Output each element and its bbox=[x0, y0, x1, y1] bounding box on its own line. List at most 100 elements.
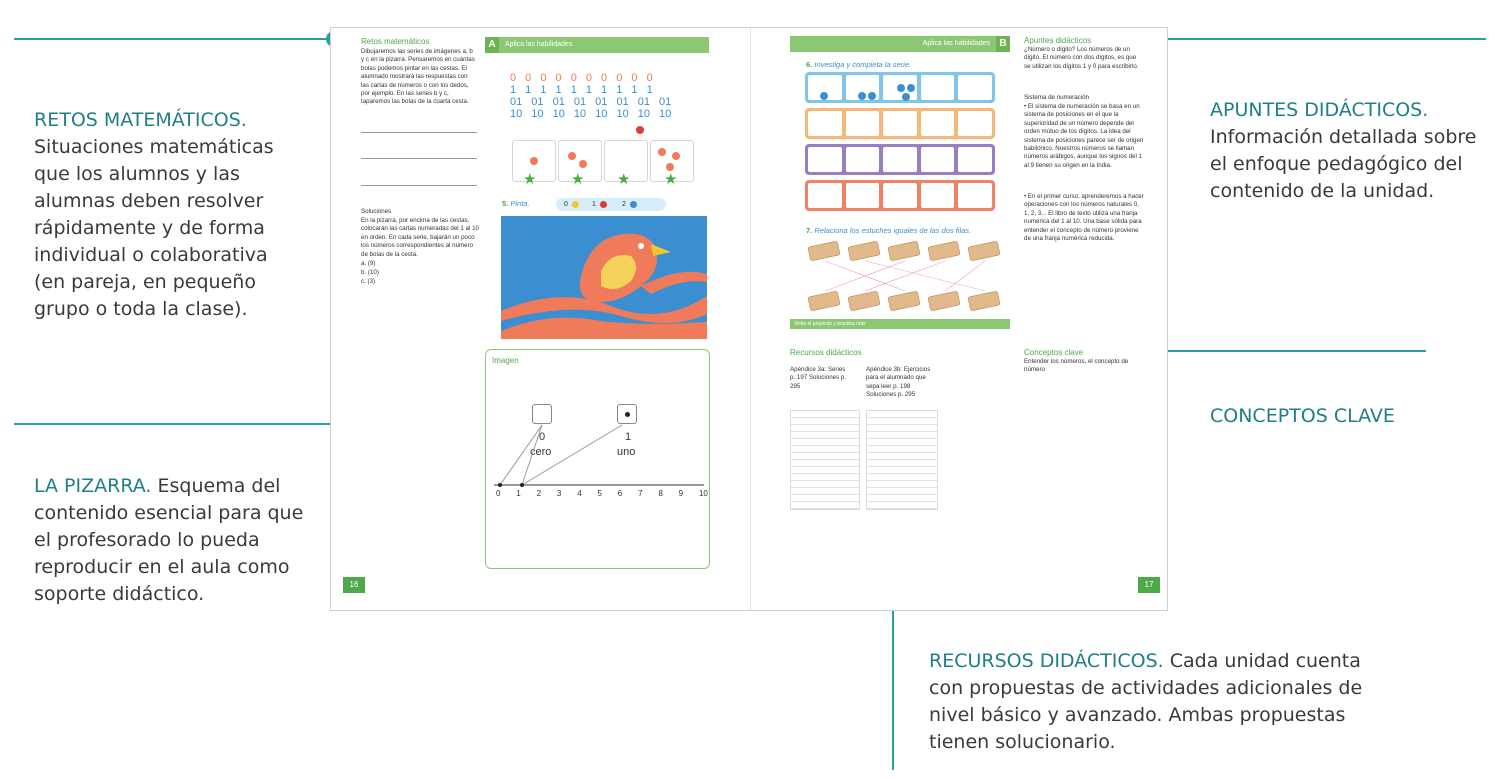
bird-illustration bbox=[501, 216, 707, 339]
empty-box bbox=[532, 404, 552, 424]
tick: 0 bbox=[496, 489, 501, 498]
series-row-red bbox=[805, 180, 995, 211]
retos-callout-body: Situaciones matemáticas que los alumnos … bbox=[34, 136, 274, 320]
legend-zero: 0 bbox=[564, 201, 568, 208]
tick: 7 bbox=[638, 489, 643, 498]
ex6-label: Investiga y completa la serie. bbox=[814, 60, 912, 69]
blue-dot bbox=[902, 93, 910, 101]
ball bbox=[666, 163, 674, 171]
series-cell bbox=[845, 111, 880, 136]
pizarra-callout: LA PIZARRA. Esquema del contenido esenci… bbox=[34, 473, 314, 608]
band-left-text: Aplica las habilidades bbox=[505, 41, 573, 48]
series-cell bbox=[845, 147, 880, 172]
pizarra-cero: cero bbox=[530, 446, 552, 458]
pencil-cases-illustration bbox=[807, 241, 1001, 311]
band-right-text: Aplica las habilidades bbox=[922, 40, 990, 47]
ex5-number: 5. bbox=[502, 199, 509, 208]
series-row-blue bbox=[805, 72, 995, 103]
retos-text: Dibujaremos las series de imágenes a, b … bbox=[361, 48, 475, 106]
ex6-title: 6. Investiga y completa la serie. bbox=[806, 60, 911, 69]
conceptos-callout: CONCEPTOS CLAVE bbox=[1210, 403, 1480, 430]
retos-series-a bbox=[361, 121, 477, 133]
page-number-right: 17 bbox=[1138, 577, 1160, 593]
recursos-callout: RECURSOS DIDÁCTICOS. Cada unidad cuenta … bbox=[929, 648, 1399, 756]
soluciones-text: En la pizarra, por encima de las cestas,… bbox=[361, 217, 479, 258]
pizarra-connector-line bbox=[14, 423, 488, 425]
blue-dot bbox=[907, 84, 915, 92]
soluciones-title: Soluciones bbox=[361, 208, 392, 215]
legend-blue-dot bbox=[630, 201, 637, 208]
apuntes-bullet-2: • En el primer curso, aprenderemos a hac… bbox=[1024, 193, 1144, 243]
row-ones: 1 1 1 1 1 1 1 1 1 1 bbox=[510, 84, 653, 96]
apuntes-callout-body: Información detallada sobre el enfoque p… bbox=[1210, 126, 1477, 202]
recursos-connector-line bbox=[892, 512, 894, 770]
star-icon: ★ bbox=[617, 171, 631, 188]
series-cell bbox=[920, 147, 955, 172]
pizarra-box: Imagen bbox=[485, 349, 710, 569]
apuntes-bullet-1: • El sistema de numeración se basa en un… bbox=[1024, 103, 1144, 169]
apuntes-intro: ¿Número o dígito? Los números de un dígi… bbox=[1024, 46, 1139, 70]
solucion-a: a. (9) bbox=[361, 260, 376, 267]
pizarra-callout-body: Esquema del contenido esencial para que … bbox=[34, 475, 304, 605]
pizarra-callout-heading: LA PIZARRA. bbox=[34, 475, 152, 497]
apuntes-callout: APUNTES DIDÁCTICOS. Información detallad… bbox=[1210, 97, 1485, 205]
series-cell bbox=[883, 183, 917, 208]
ex7-number: 7. bbox=[806, 226, 813, 235]
dot-mark bbox=[625, 412, 630, 417]
star-icon: ★ bbox=[664, 171, 678, 188]
axis-ticks: 0 1 2 3 4 5 6 7 8 9 10 bbox=[496, 489, 708, 498]
series-cell bbox=[808, 147, 842, 172]
conceptos-connector-line bbox=[1104, 350, 1426, 352]
apendice-b: Apéndice 3b: Ejercicios para el alumnado… bbox=[866, 366, 931, 399]
pizarra-zero: 0 bbox=[539, 431, 546, 443]
star-icon: ★ bbox=[571, 171, 585, 188]
footer-band-right: Visita el proyecto y practica más bbox=[790, 319, 1010, 329]
retos-series-b bbox=[361, 147, 477, 159]
series-row-orange bbox=[805, 108, 995, 139]
recursos-callout-heading: RECURSOS DIDÁCTICOS. bbox=[929, 650, 1164, 672]
tick: 1 bbox=[516, 489, 521, 498]
ex6-number: 6. bbox=[806, 60, 813, 69]
series-row-purple bbox=[805, 144, 995, 175]
conceptos-callout-heading: CONCEPTOS CLAVE bbox=[1210, 405, 1395, 427]
tick: 2 bbox=[536, 489, 542, 498]
row-zero-ones: 01 01 01 01 01 01 01 01 bbox=[510, 96, 672, 108]
ball bbox=[658, 148, 666, 156]
number-line bbox=[494, 424, 704, 487]
conceptos-text: Entender los números, el concepto de núm… bbox=[1024, 358, 1129, 374]
tick: 9 bbox=[678, 489, 684, 498]
ex7-label: Relaciona los estuches iguales de las do… bbox=[814, 226, 972, 235]
series-cell bbox=[920, 183, 955, 208]
retos-title: Retos matemáticos bbox=[361, 37, 430, 46]
apendice-a: Apéndice 3a: Series p. 197 Soluciones p.… bbox=[790, 366, 847, 390]
worksheet-thumbnail-a bbox=[790, 410, 860, 510]
band-letter-a: A bbox=[485, 37, 499, 53]
tick: 4 bbox=[577, 489, 582, 498]
legend-one: 1 bbox=[592, 201, 596, 208]
band-right: Aplica las habilidades B bbox=[790, 36, 1010, 52]
legend-two: 2 bbox=[622, 201, 626, 208]
book-spread: Retos matemáticos Dibujaremos las series… bbox=[330, 27, 1168, 611]
legend-yellow-dot bbox=[572, 201, 579, 208]
retos-callout-heading: RETOS MATEMÁTICOS. bbox=[34, 109, 247, 131]
ball bbox=[672, 152, 680, 160]
imagen-title: Imagen bbox=[492, 356, 519, 365]
ball bbox=[530, 157, 538, 165]
series-cell bbox=[883, 111, 917, 136]
retos-series-c bbox=[361, 174, 477, 186]
worksheet-thumbnail-b bbox=[866, 410, 938, 510]
solucion-c: c. (3) bbox=[361, 278, 376, 285]
blue-dot bbox=[897, 84, 905, 92]
tick: 8 bbox=[658, 489, 663, 498]
tick: 6 bbox=[617, 489, 623, 498]
tick: 5 bbox=[597, 489, 602, 498]
conceptos-title: Conceptos clave bbox=[1024, 348, 1084, 357]
basket-4 bbox=[650, 140, 694, 182]
blue-dot bbox=[820, 92, 828, 100]
ex5-label: Pinta. bbox=[510, 199, 530, 208]
series-cell bbox=[883, 147, 917, 172]
tick: 3 bbox=[556, 489, 562, 498]
retos-connector-line bbox=[14, 38, 334, 40]
footer-band-text: Visita el proyecto y practica más bbox=[794, 321, 866, 327]
ball bbox=[579, 160, 587, 168]
